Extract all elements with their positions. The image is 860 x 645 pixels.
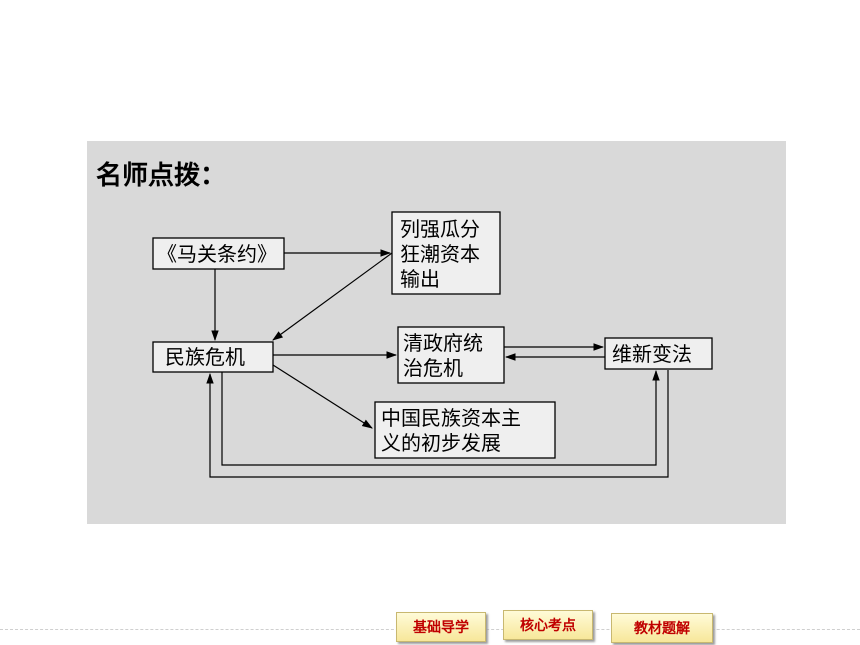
node-crisis-line-1: 民族危机 bbox=[165, 345, 245, 369]
loop-reform-to-crisis-outer bbox=[206, 370, 669, 478]
node-capitalism: 中国民族资本主 义的初步发展 bbox=[374, 401, 556, 459]
node-partition: 列强瓜分 狂潮资本 输出 bbox=[391, 211, 501, 295]
node-qing-line-1: 清政府统 bbox=[403, 331, 483, 355]
panel-title: 名师点拨： bbox=[96, 161, 227, 191]
node-treaty: 《马关条约》 bbox=[152, 237, 285, 270]
node-reform: 维新变法 bbox=[604, 337, 713, 370]
loop-crisis-to-reform-inner bbox=[221, 369, 660, 466]
nav-textbook-button[interactable]: 教材题解 bbox=[611, 613, 713, 643]
arrow-partition-to-crisis bbox=[272, 252, 393, 341]
node-reform-line-1: 维新变法 bbox=[612, 342, 692, 366]
node-treaty-line-1: 《马关条约》 bbox=[157, 242, 277, 266]
node-qing-line-2: 治危机 bbox=[403, 356, 463, 380]
node-capitalism-line-1: 中国民族资本主 bbox=[381, 406, 521, 430]
node-crisis: 民族危机 bbox=[152, 341, 274, 373]
node-partition-line-3: 输出 bbox=[400, 267, 440, 291]
node-qing: 清政府统 治危机 bbox=[397, 326, 505, 384]
node-partition-line-2: 狂潮资本 bbox=[400, 242, 480, 266]
nav-core-button[interactable]: 核心考点 bbox=[503, 610, 593, 640]
node-partition-line-1: 列强瓜分 bbox=[400, 217, 480, 241]
nav-basic-button[interactable]: 基础导学 bbox=[396, 612, 486, 642]
arrow-crisis-to-capitalism bbox=[272, 364, 373, 429]
node-capitalism-line-2: 义的初步发展 bbox=[381, 431, 501, 455]
